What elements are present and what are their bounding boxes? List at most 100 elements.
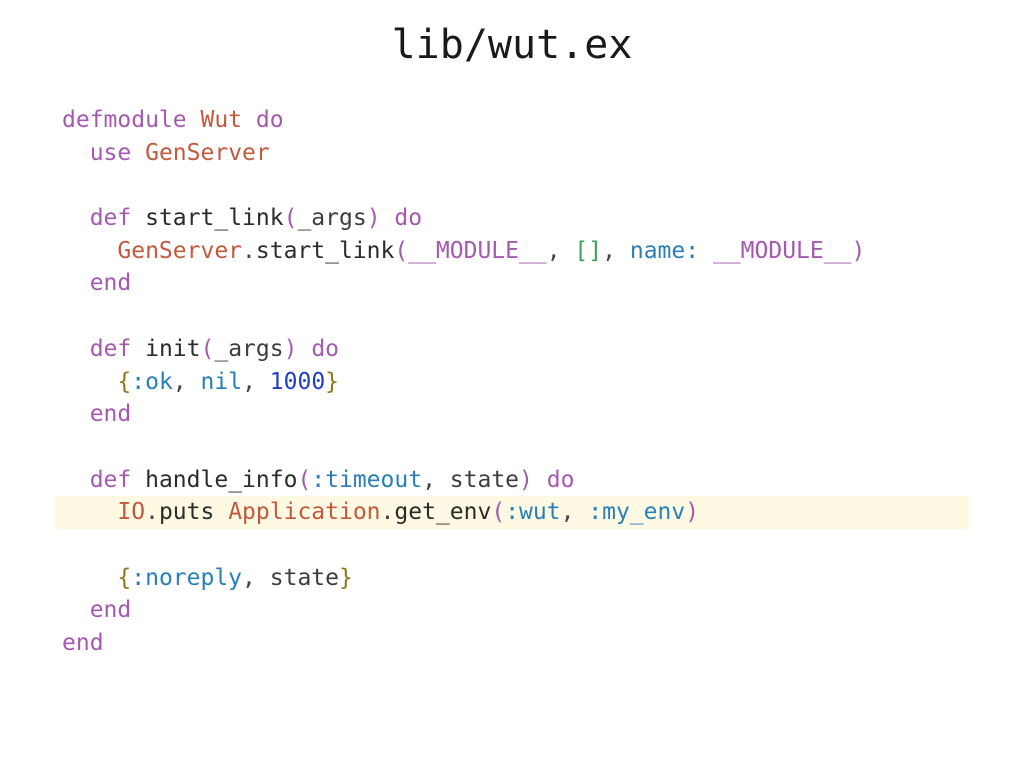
code-token-keyword: end — [89, 270, 132, 297]
code-token-ws — [616, 238, 630, 264]
code-token-paren: ( — [394, 237, 409, 264]
code-token-paren: ( — [283, 205, 298, 232]
code-token-module: GenServer — [145, 139, 270, 166]
code-token-punct: . — [145, 499, 159, 526]
code-token-ws — [62, 270, 90, 296]
code-token-paren: ) — [685, 499, 700, 526]
code-line: GenServer.start_link(__MODULE__, [], nam… — [0, 235, 1024, 268]
code-line — [0, 169, 1024, 202]
code-token-module: Application — [228, 499, 381, 526]
code-token-ws — [381, 205, 395, 231]
code-line: end — [0, 594, 1024, 627]
code-token-brace: { — [117, 368, 132, 395]
code-token-keyword: end — [89, 597, 132, 624]
code-token-ws — [62, 467, 90, 493]
code-token-keyword: do — [546, 466, 575, 493]
code-token-var: _args — [297, 205, 367, 232]
code-token-keyword: defmodule — [62, 107, 187, 133]
code-line: end — [0, 267, 1024, 300]
code-token-atom: :wut — [505, 499, 561, 526]
code-token-var: state — [269, 564, 339, 591]
code-token-ws — [187, 107, 201, 133]
code-token-atom: :my_env — [588, 499, 686, 526]
code-token-keyword: do — [311, 335, 340, 362]
code-token-punct: , — [242, 368, 256, 395]
code-token-ws — [62, 565, 117, 591]
code-token-ws — [561, 238, 575, 264]
code-token-fn: start_link — [145, 205, 284, 232]
code-token-punct: , — [172, 368, 187, 395]
code-token-fn: puts — [158, 499, 215, 526]
code-token-keyword: do — [255, 107, 284, 133]
code-token-punct: . — [380, 499, 395, 526]
code-token-module: IO — [117, 499, 146, 526]
code-token-keyword: end — [62, 630, 104, 656]
code-token-paren: ) — [519, 466, 533, 493]
code-token-atom: name: — [629, 237, 700, 264]
code-token-ws — [256, 369, 270, 395]
code-line — [0, 431, 1024, 464]
code-line-highlighted: IO.puts Application.get_env(:wut, :my_en… — [55, 496, 969, 529]
code-token-keyword: use — [89, 139, 132, 166]
code-token-brace: { — [117, 564, 132, 591]
code-line: def handle_info(:timeout, state) do — [0, 464, 1024, 497]
code-token-ws — [131, 467, 145, 493]
slide-title: lib/wut.ex — [391, 22, 633, 68]
code-token-ws — [131, 336, 145, 362]
code-token-ws — [62, 369, 117, 395]
code-token-paren: ) — [283, 335, 298, 362]
code-token-atom: :noreply — [131, 564, 243, 591]
code-token-module: Wut — [200, 107, 243, 133]
code-token-atom: nil — [200, 368, 243, 395]
code-token-ws — [62, 205, 90, 231]
code-line — [0, 529, 1024, 562]
code-token-paren: ( — [200, 335, 215, 362]
code-token-brace: } — [325, 368, 340, 395]
code-token-bracket: [] — [574, 237, 603, 264]
code-token-punct: , — [242, 564, 256, 591]
code-token-keyword: def — [89, 205, 132, 232]
code-token-atom: :ok — [131, 368, 173, 395]
code-token-ws — [436, 467, 450, 493]
code-token-keyword: end — [89, 401, 132, 428]
code-line: use GenServer — [0, 137, 1024, 170]
code-token-ws — [131, 140, 145, 166]
code-token-ws — [699, 238, 713, 264]
code-token-ws — [62, 140, 90, 166]
code-token-keyword: def — [89, 466, 132, 493]
code-token-fn: init — [145, 335, 201, 362]
code-token-ws — [242, 107, 256, 133]
code-token-number: 1000 — [269, 368, 326, 395]
code-token-var: _args — [214, 335, 284, 362]
code-token-var: state — [449, 466, 520, 493]
code-token-ws — [62, 401, 90, 427]
code-token-ws — [62, 336, 90, 362]
code-line: def init(_args) do — [0, 333, 1024, 366]
code-line: defmodule Wut do — [0, 104, 1024, 137]
code-token-paren: ( — [491, 499, 506, 526]
code-token-punct: , — [560, 499, 575, 526]
code-line: {:ok, nil, 1000} — [0, 366, 1024, 399]
code-token-paren: ) — [366, 205, 381, 232]
code-token-punct: . — [242, 237, 256, 264]
code-token-ws — [574, 499, 588, 525]
code-token-fn: handle_info — [145, 466, 298, 493]
code-block: defmodule Wut do use GenServer def start… — [0, 104, 1024, 660]
code-token-fn: start_link — [255, 237, 395, 264]
code-token-punct: , — [602, 237, 616, 264]
code-token-punct: , — [422, 466, 436, 493]
code-token-paren: ) — [851, 237, 866, 264]
code-token-punct: , — [546, 237, 561, 264]
code-line: end — [0, 398, 1024, 431]
code-token-ws — [62, 499, 117, 525]
code-token-ws — [131, 205, 145, 231]
code-token-atom: :timeout — [311, 466, 423, 493]
code-token-special: __MODULE__ — [408, 237, 547, 264]
code-line: def start_link(_args) do — [0, 202, 1024, 235]
code-token-fn: get_env — [394, 499, 492, 526]
code-token-paren: ( — [297, 466, 312, 493]
code-token-ws — [214, 499, 228, 525]
code-line: {:noreply, state} — [0, 562, 1024, 595]
code-token-ws — [62, 238, 117, 264]
code-token-ws — [62, 597, 90, 623]
